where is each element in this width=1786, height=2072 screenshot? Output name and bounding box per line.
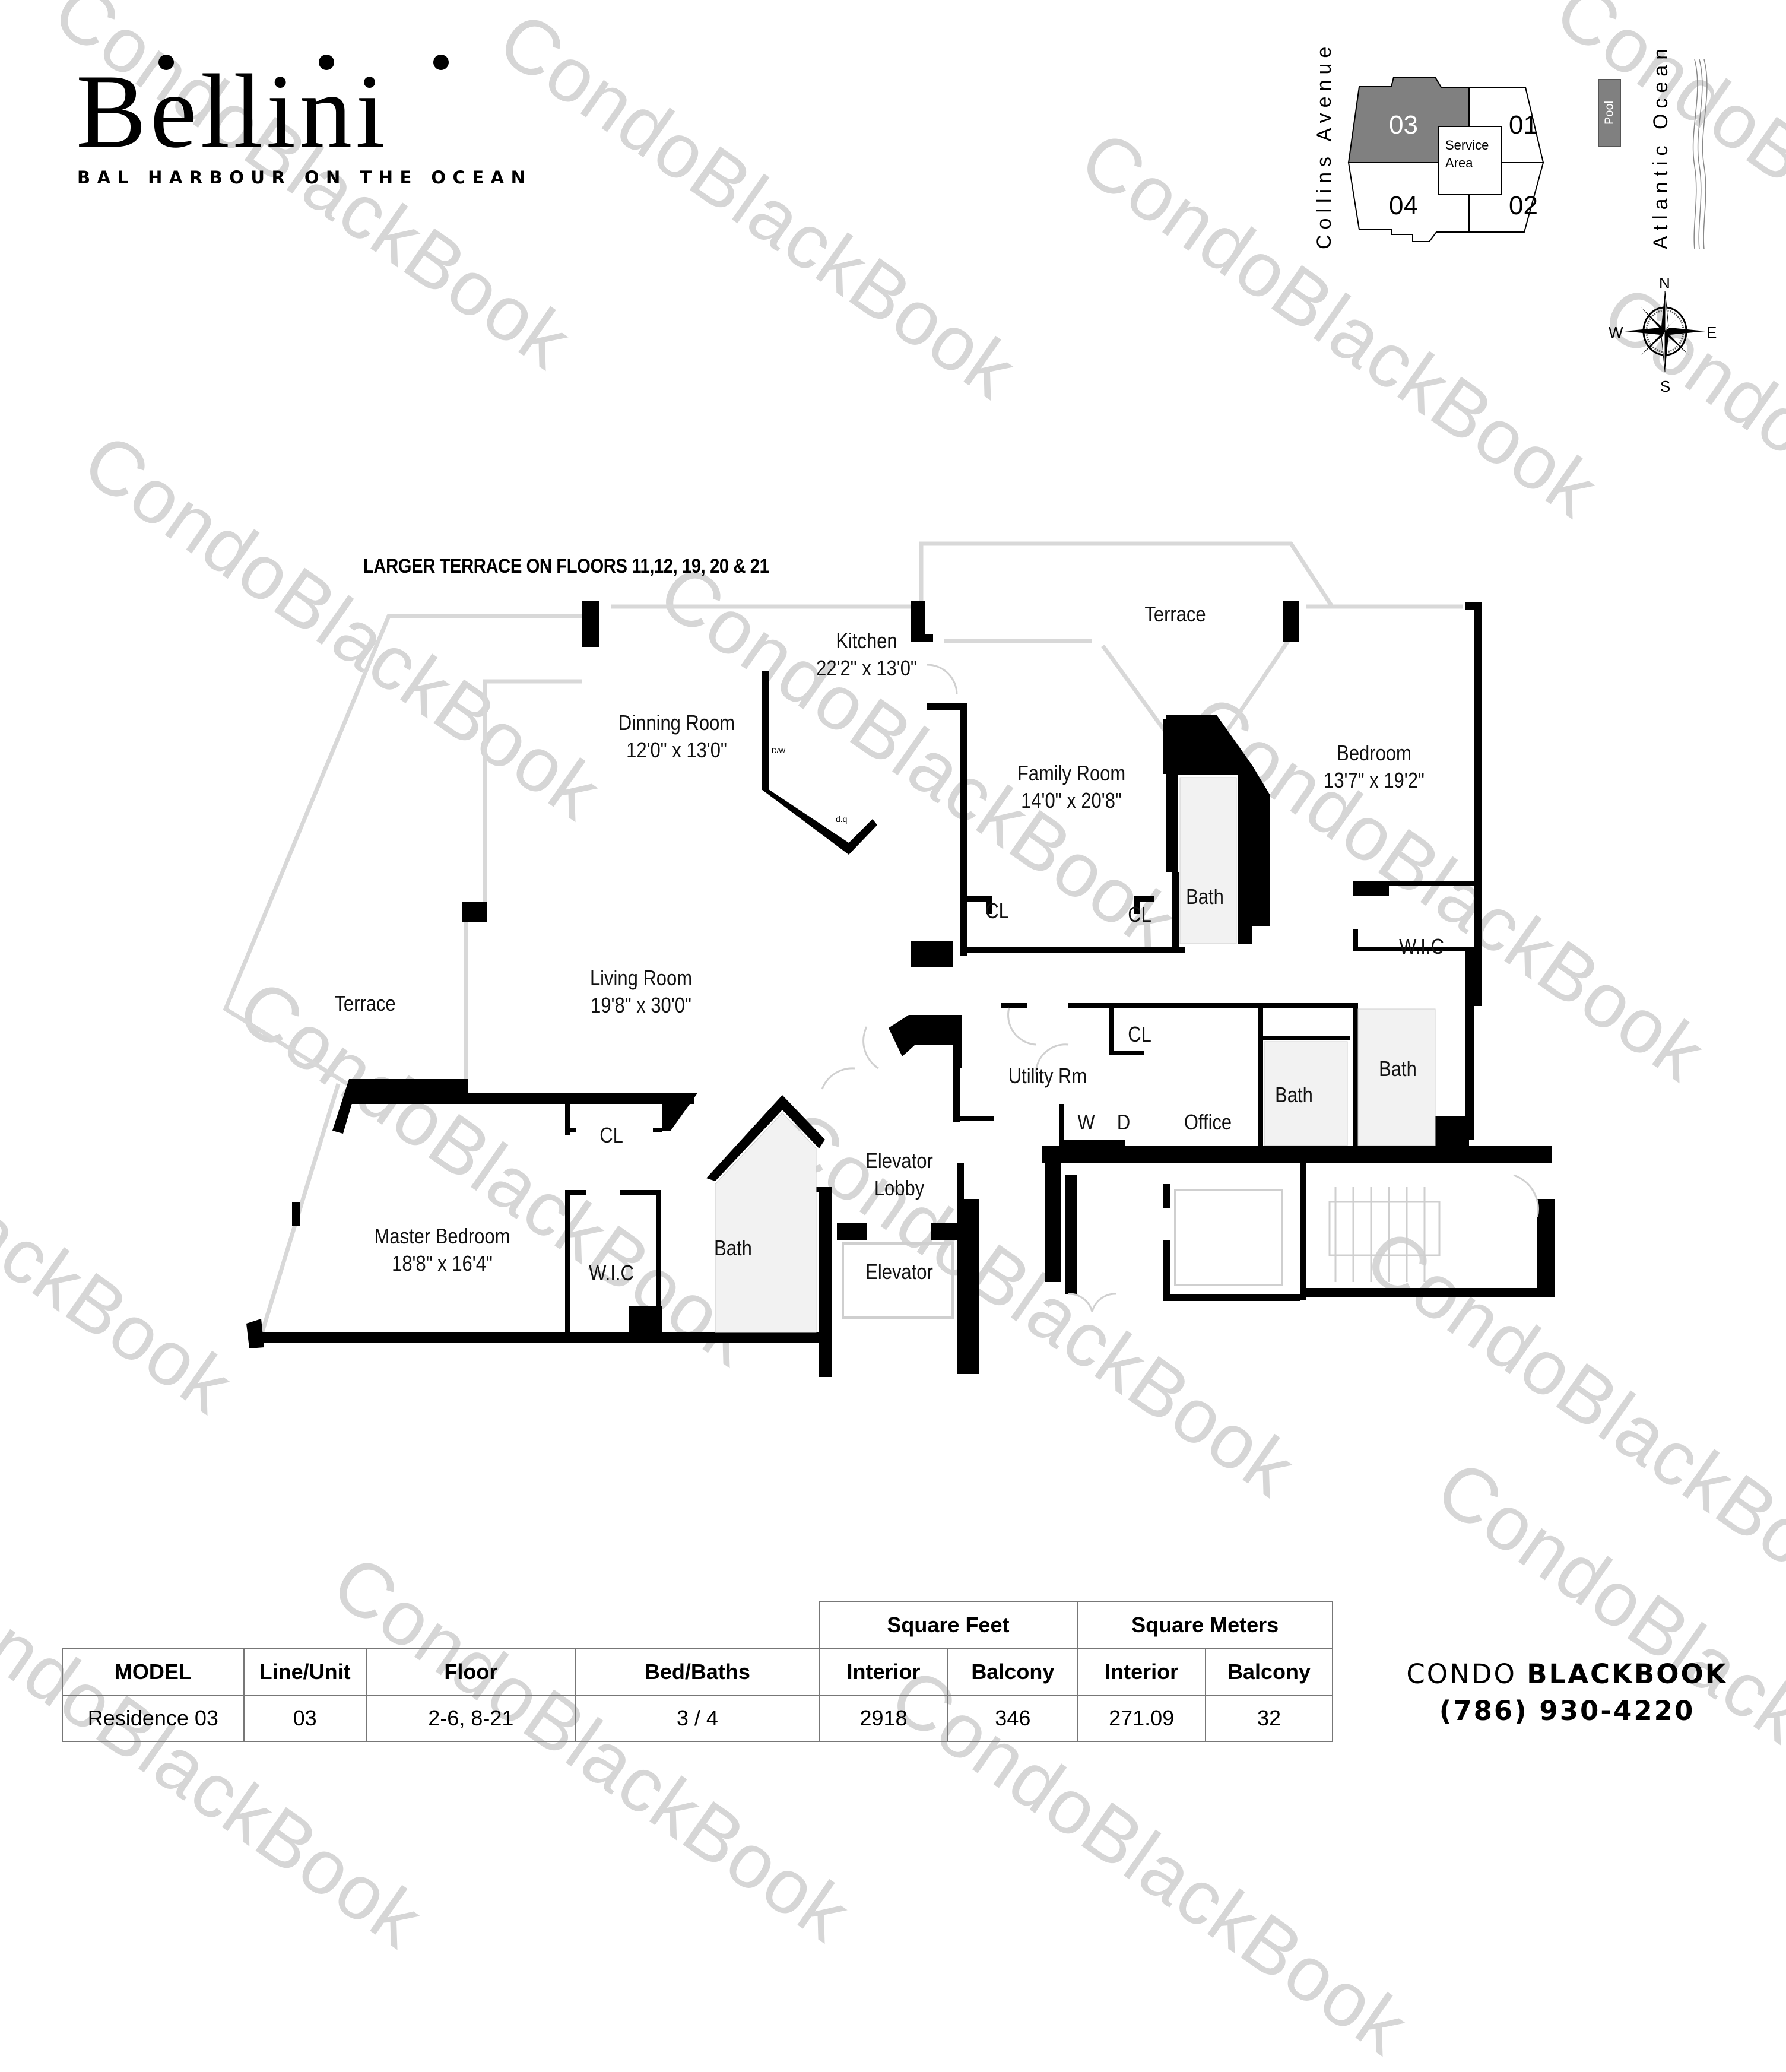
- room-name: Master Bedroom: [374, 1224, 510, 1248]
- room-name: Family Room: [1017, 761, 1126, 785]
- wic-bedroom: W.I.C: [1399, 934, 1444, 959]
- room-bedroom: Bedroom 13'7" x 19'2": [1305, 740, 1443, 794]
- room-name: Living Room: [589, 966, 693, 990]
- room-master-bedroom: Master Bedroom 18'8" x 16'4": [358, 1223, 526, 1277]
- bath-family: Bath: [1186, 884, 1224, 909]
- elevator: Elevator: [865, 1259, 933, 1284]
- col-sqft-interior: Interior: [818, 1648, 949, 1696]
- room-family: Family Room 14'0" x 20'8": [997, 760, 1145, 814]
- terrace-note: LARGER TERRACE ON FLOORS 11,12, 19, 20 &…: [363, 555, 769, 578]
- closet-family-1: CL: [985, 899, 1009, 923]
- col-line-unit: Line/Unit: [243, 1648, 367, 1696]
- logo-dot: [158, 55, 174, 70]
- col-sqft-balcony: Balcony: [947, 1648, 1078, 1696]
- unit-02-label: 02: [1509, 191, 1538, 220]
- room-living: Living Room 19'8" x 30'0": [570, 964, 713, 1019]
- logo-dot: [319, 55, 334, 70]
- bath-master: Bath: [714, 1236, 752, 1260]
- office: Office: [1184, 1110, 1232, 1134]
- washer: W: [1077, 1110, 1095, 1134]
- room-size: 19'8" x 30'0": [591, 993, 691, 1017]
- unit-01-label: 01: [1509, 110, 1538, 139]
- cell-bed-baths: 3 / 4: [575, 1695, 820, 1742]
- table-row: Residence 03 03 2-6, 8-21 3 / 4 2918 346…: [62, 1695, 1333, 1742]
- closet-family-2: CL: [1128, 902, 1151, 926]
- room-name: Lobby: [874, 1176, 925, 1200]
- bath-bedroom: Bath: [1379, 1056, 1417, 1081]
- col-sqm-balcony: Balcony: [1205, 1648, 1333, 1696]
- unit-04-label: 04: [1389, 191, 1418, 220]
- compass-south: S: [1660, 377, 1671, 395]
- col-sqm-interior: Interior: [1077, 1648, 1207, 1696]
- floor-plan-drawing: [223, 541, 1555, 1377]
- room-terrace-top: Terrace: [1124, 601, 1226, 628]
- brand-name-bold: BLACKBOOK: [1527, 1658, 1728, 1690]
- pool-box: Pool: [1598, 79, 1621, 147]
- brand-phone[interactable]: (786) 930-4220: [1439, 1695, 1695, 1727]
- cell-model: Residence 03: [62, 1695, 245, 1742]
- cell-line-unit: 03: [243, 1695, 367, 1742]
- compass-rose-icon: [1625, 290, 1705, 372]
- disposal-tag: d.q: [836, 814, 848, 824]
- dryer: D: [1116, 1110, 1131, 1134]
- room-terrace-left: Terrace: [324, 990, 406, 1017]
- bath-office: Bath: [1275, 1083, 1313, 1107]
- cell-floor: 2-6, 8-21: [365, 1695, 577, 1742]
- cell-sqft-balcony: 346: [947, 1695, 1078, 1742]
- closet-office: CL: [1128, 1022, 1151, 1046]
- compass-east: E: [1706, 323, 1717, 341]
- dishwasher-tag: D/W: [772, 747, 786, 755]
- compass-north: N: [1659, 274, 1670, 292]
- room-kitchen: Kitchen 22'2" x 13'0": [785, 627, 948, 682]
- logo-title: Bellini: [76, 52, 389, 170]
- unit-03-label: 03: [1389, 110, 1418, 139]
- spec-table: Square Feet Square Meters MODEL Line/Uni…: [62, 1601, 1333, 1742]
- group-header-sqft: Square Feet: [818, 1601, 1078, 1649]
- room-name: Dinning Room: [618, 710, 735, 735]
- brand-name-light: CONDO: [1406, 1658, 1527, 1690]
- room-dining: Dinning Room 12'0" x 13'0": [600, 709, 753, 764]
- service-area-line: Area: [1445, 156, 1473, 170]
- logo-subtitle: BAL HARBOUR ON THE OCEAN: [77, 167, 532, 188]
- compass-west: W: [1609, 323, 1623, 341]
- room-size: 12'0" x 13'0": [626, 738, 727, 762]
- watermark: CondoBlackBook: [1422, 1443, 1786, 1864]
- col-bed-baths: Bed/Baths: [575, 1648, 820, 1696]
- room-name: Terrace: [1144, 602, 1206, 626]
- room-size: 13'7" x 19'2": [1324, 768, 1425, 792]
- room-name: Kitchen: [836, 629, 897, 653]
- col-floor: Floor: [365, 1648, 577, 1696]
- cell-sqft-interior: 2918: [818, 1695, 949, 1742]
- room-size: 18'8" x 16'4": [392, 1251, 493, 1275]
- room-size: 14'0" x 20'8": [1021, 788, 1122, 813]
- room-size: 22'2" x 13'0": [816, 656, 917, 680]
- elevator-lobby: Elevator Lobby: [856, 1147, 943, 1202]
- wic-master: W.I.C: [589, 1261, 634, 1285]
- logo-dot: [433, 55, 449, 70]
- cell-sqm-interior: 271.09: [1077, 1695, 1207, 1742]
- group-header-sqm: Square Meters: [1077, 1601, 1333, 1649]
- room-name: Elevator: [865, 1148, 933, 1173]
- brand-block: CONDO BLACKBOOK (786) 930-4220: [1371, 1656, 1763, 1730]
- shoreline-icon: [1692, 59, 1708, 249]
- closet-master: CL: [599, 1123, 623, 1147]
- room-name: Terrace: [334, 991, 396, 1016]
- brand-name: CONDO BLACKBOOK: [1371, 1656, 1763, 1693]
- col-model: MODEL: [62, 1648, 245, 1696]
- utility-room: Utility Rm: [1008, 1064, 1087, 1088]
- service-area-line: Service: [1445, 138, 1489, 153]
- room-name: Bedroom: [1337, 741, 1411, 765]
- service-area: Service Area: [1438, 126, 1502, 195]
- cell-sqm-balcony: 32: [1205, 1695, 1333, 1742]
